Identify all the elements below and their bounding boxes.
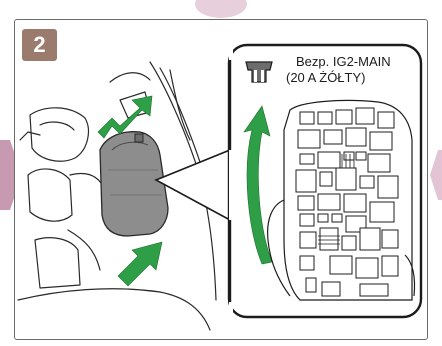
engine-component — [39, 121, 75, 131]
fuse-icon — [245, 61, 273, 83]
top-page-tab — [195, 0, 247, 18]
green-curved-arrow-icon — [243, 105, 273, 265]
engine-component — [27, 168, 73, 222]
left-page-arrow-icon[interactable] — [0, 140, 22, 210]
mini-fuse-strip — [318, 154, 355, 245]
hose — [69, 172, 106, 191]
green-arrow-icon — [117, 241, 163, 287]
step-number-badge: 2 — [22, 29, 57, 61]
bracket — [19, 131, 41, 141]
right-page-arrow-icon[interactable] — [430, 150, 442, 200]
engine-component — [29, 107, 89, 162]
fuse-grid — [295, 107, 399, 297]
hose — [67, 229, 101, 271]
fuse-rating-text: (20 A ŻÓŁTY) — [286, 70, 366, 85]
hood-line-inner — [159, 67, 203, 169]
fender-line — [17, 288, 211, 331]
engine-component — [34, 237, 81, 289]
hose — [169, 69, 191, 141]
fuse-name-text: Bezp. IG2-MAIN — [296, 54, 391, 69]
hose — [109, 72, 151, 83]
fuse-box-cover — [99, 131, 169, 237]
check-arrow-icon — [97, 95, 153, 139]
fuse-label: Bezp. IG2-MAIN (20 A ŻÓŁTY) — [284, 54, 424, 86]
